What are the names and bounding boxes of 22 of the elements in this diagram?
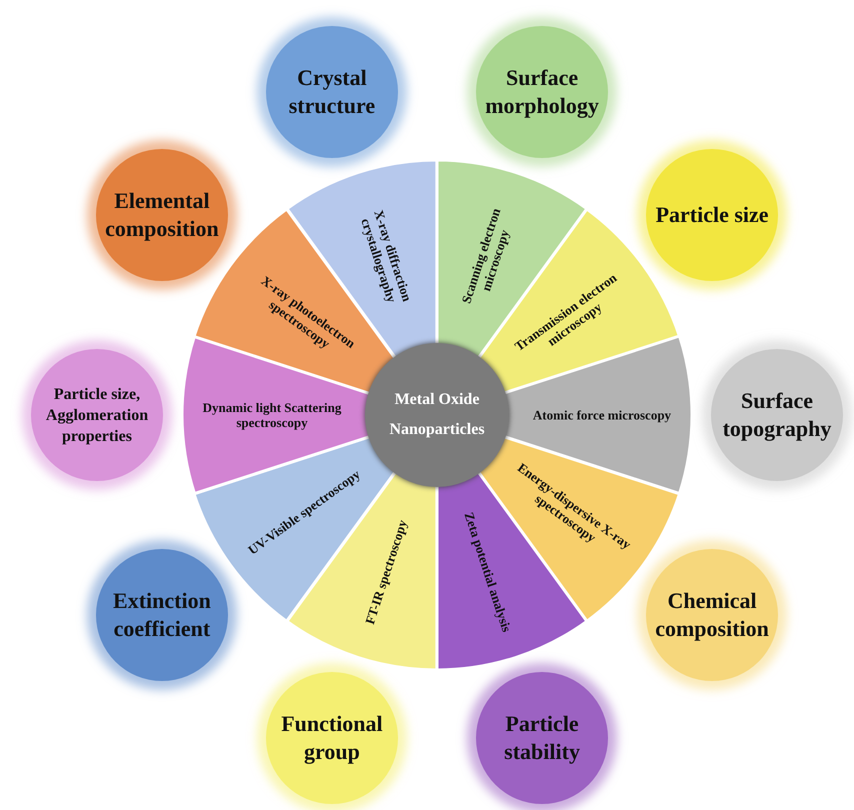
property-circle bbox=[266, 26, 398, 158]
property-circle bbox=[96, 548, 228, 681]
property-circle bbox=[31, 349, 163, 481]
property-circle bbox=[646, 548, 778, 681]
property-label: Elemental composition bbox=[104, 187, 220, 244]
property-label: Functional group bbox=[280, 710, 384, 766]
property-circle bbox=[96, 149, 228, 282]
property-label: Surface topography bbox=[722, 387, 832, 443]
method-label: Atomic force microscopy bbox=[532, 407, 672, 422]
property-label: Particle stability bbox=[503, 710, 581, 766]
property-circle bbox=[476, 672, 608, 804]
property-label: Extinction coefficient bbox=[112, 586, 212, 643]
property-label: Particle size, Agglomeration properties bbox=[44, 384, 150, 446]
center-label: Metal Oxide Nanoparticles bbox=[388, 390, 486, 440]
property-label: Surface morphology bbox=[484, 64, 600, 120]
property-circle bbox=[476, 26, 608, 158]
property-label: Chemical composition bbox=[654, 586, 770, 643]
method-label: Dynamic light Scattering spectroscopy bbox=[202, 400, 342, 430]
property-label: Crystal structure bbox=[288, 64, 376, 120]
property-circle bbox=[266, 672, 398, 804]
property-label: Particle size bbox=[654, 201, 770, 230]
property-circle bbox=[646, 149, 778, 282]
